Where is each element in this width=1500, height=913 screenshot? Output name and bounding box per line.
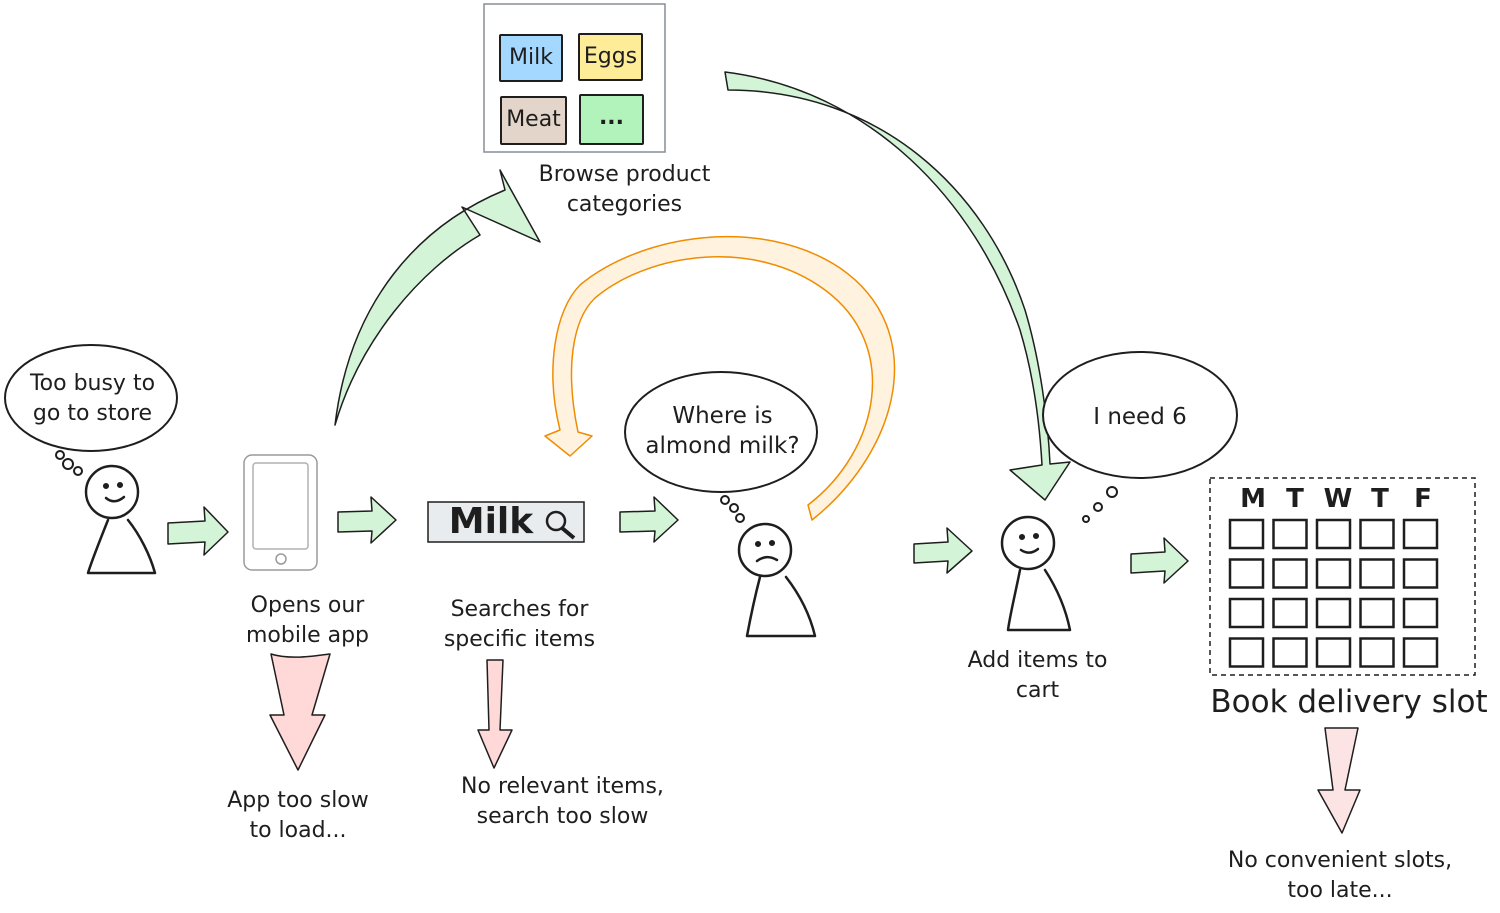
arrow-browse-to-cart: [724, 71, 1071, 501]
calendar-slot[interactable]: [1402, 558, 1439, 589]
flow-arrows: [167, 496, 1189, 584]
calendar-day-mon: M: [1240, 484, 1266, 514]
pain-arrows: [269, 653, 1361, 834]
calendar-slot[interactable]: [1402, 518, 1439, 550]
calendar-slot[interactable]: [1272, 597, 1308, 629]
category-milk[interactable]: Milk: [499, 34, 563, 82]
step-book-label: Book delivery slot: [1210, 684, 1488, 720]
step-browse-label: Browse product categories: [538, 162, 711, 217]
magnifier-icon: [545, 510, 576, 540]
calendar-slot[interactable]: [1315, 637, 1352, 668]
calendar-slot[interactable]: [1315, 558, 1352, 589]
thought-bubble-need: [1042, 351, 1238, 523]
calendar-slot[interactable]: [1402, 597, 1439, 629]
search-box: [427, 501, 585, 543]
thought-need-text: I need 6: [1093, 404, 1187, 430]
calendar-day-wed: W: [1323, 484, 1353, 514]
calendar-slot[interactable]: [1228, 637, 1265, 668]
calendar-frame: [1209, 477, 1476, 676]
thought-bubble-busy: [4, 344, 178, 476]
thought-almond-text: Where is almond milk?: [645, 403, 800, 459]
pain-search-slow-text: No relevant items, search too slow: [461, 774, 664, 829]
category-meat[interactable]: Meat: [500, 96, 567, 145]
calendar-slot[interactable]: [1272, 637, 1308, 668]
flow-arrow-1: [167, 506, 229, 556]
calendar-day-thu: T: [1371, 484, 1389, 514]
flow-arrow-4: [913, 527, 973, 574]
flow-arrow-3: [619, 496, 679, 543]
step-search-label: Searches for specific items: [443, 597, 596, 652]
calendar-day-fri: F: [1414, 484, 1432, 514]
arrow-search-loop: [544, 236, 896, 521]
person-confused: [737, 522, 817, 638]
calendar-slot[interactable]: [1359, 558, 1395, 589]
thought-busy-text: Too busy to go to store: [29, 371, 156, 426]
calendar-slot[interactable]: [1228, 518, 1265, 550]
calendar-slot[interactable]: [1272, 558, 1308, 589]
calendar-day-tue: T: [1286, 484, 1304, 514]
calendar-slot[interactable]: [1315, 597, 1352, 629]
flow-arrow-2: [337, 496, 397, 544]
calendar-slot[interactable]: [1402, 637, 1439, 668]
step-add-cart-label: Add items to cart: [967, 648, 1108, 703]
calendar-slot[interactable]: [1359, 518, 1395, 550]
pain-slots-text: No convenient slots, too late...: [1227, 848, 1453, 903]
thought-bubble-almond: [624, 371, 818, 523]
calendar-slot[interactable]: [1272, 518, 1308, 550]
calendar-slot[interactable]: [1359, 597, 1395, 629]
person-busy: [84, 464, 157, 575]
pain-arrow-slots: [1317, 727, 1361, 834]
arrow-to-browse: [334, 169, 541, 426]
step-open-app-label: Opens our mobile app: [245, 593, 370, 648]
person-cart: [1000, 515, 1072, 632]
search-query: Milk: [448, 501, 534, 542]
pain-app-slow-text: App too slow to load...: [227, 788, 369, 843]
phone-icon: [243, 454, 318, 571]
calendar-slot[interactable]: [1315, 518, 1352, 550]
flow-arrow-5: [1130, 537, 1189, 584]
category-more[interactable]: ...: [579, 94, 644, 145]
category-eggs[interactable]: Eggs: [578, 33, 643, 81]
pain-arrow-app: [269, 653, 331, 771]
calendar-grid: [1228, 518, 1439, 668]
pain-arrow-search: [477, 659, 513, 769]
calendar-slot[interactable]: [1228, 558, 1265, 589]
calendar-slot[interactable]: [1359, 637, 1395, 668]
calendar-slot[interactable]: [1228, 597, 1265, 629]
